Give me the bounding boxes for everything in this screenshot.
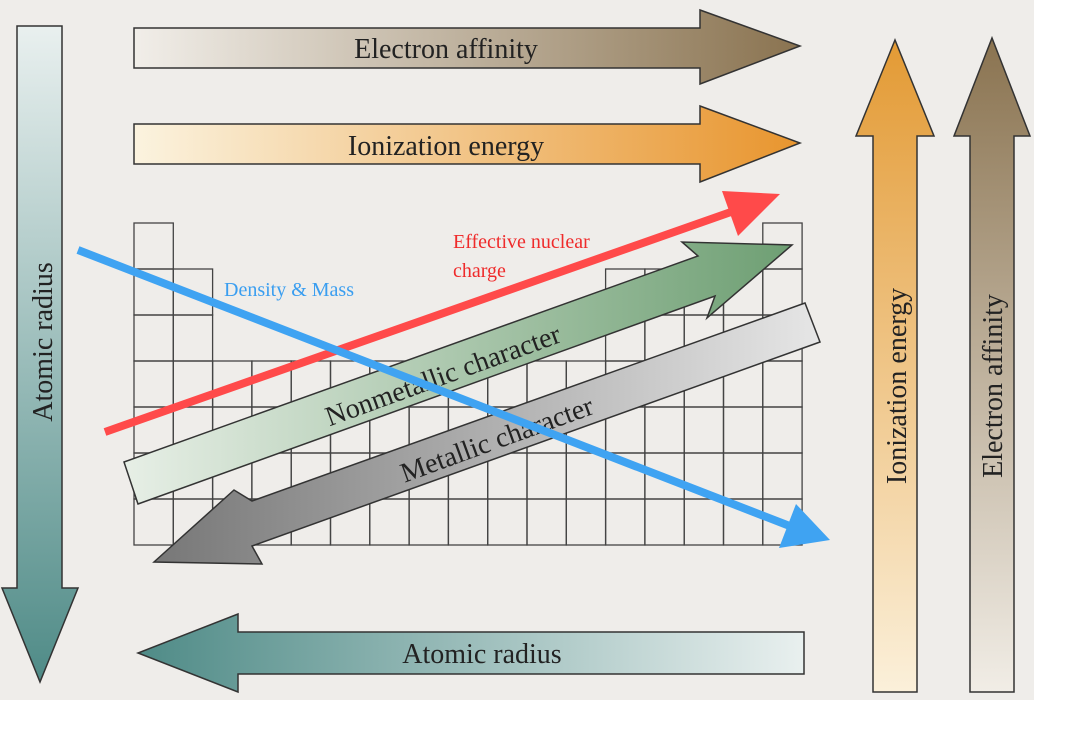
atomic-radius-arrow-bottom (135, 612, 805, 694)
electron-affinity-label-top: Electron affinity (354, 34, 538, 65)
ionization-energy-label-right: Ionization energy (882, 288, 913, 484)
density-mass-arrow-line (76, 246, 802, 534)
effective-nuclear-charge-label-line1: Effective nuclear (453, 231, 590, 253)
ionization-energy-label-top: Ionization energy (348, 131, 544, 162)
electron-affinity-label-right: Electron affinity (978, 294, 1009, 478)
electron-affinity-arrow-top (133, 8, 803, 86)
ionization-energy-arrow-right (854, 38, 936, 693)
metallic-character-arrow (152, 302, 821, 565)
ionization-energy-arrow-top (133, 104, 803, 184)
effective-nuclear-charge-label-line2: charge (453, 260, 506, 282)
effective-nuclear-charge-arrow-line (103, 202, 750, 436)
nonmetallic-character-arrow (123, 241, 794, 505)
effective-nuclear-charge-arrowhead (722, 191, 780, 236)
atomic-radius-label-left: Atomic radius (28, 262, 59, 421)
density-mass-arrowhead (779, 504, 830, 548)
atomic-radius-label-bottom: Atomic radius (402, 639, 561, 670)
electron-affinity-arrow-right (952, 35, 1032, 693)
density-mass-label: Density & Mass (224, 279, 354, 301)
atomic-radius-arrow-left (0, 25, 80, 685)
